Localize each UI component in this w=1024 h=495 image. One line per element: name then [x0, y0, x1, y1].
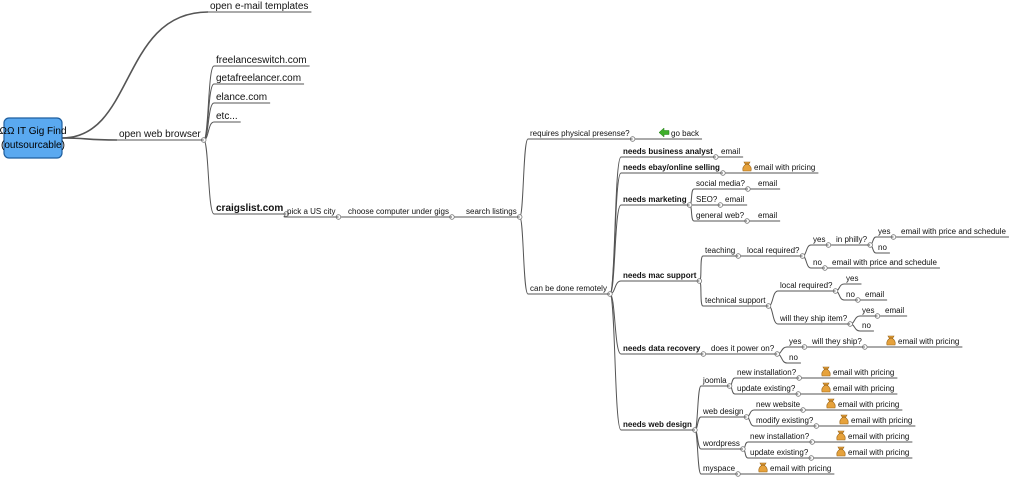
- root-topic-line1: ΩΩ IT Gig Find: [0, 126, 67, 137]
- edge-mac-to-tech-support: [698, 280, 704, 307]
- topic-ebay-email[interactable]: email with pricing: [754, 163, 815, 172]
- topic-general-web[interactable]: general web?: [696, 211, 745, 220]
- root-topic-line2: (outsourcable): [1, 140, 65, 151]
- topic-marketing[interactable]: needs marketing: [623, 195, 687, 204]
- edge-web-design-to-myspace: [694, 429, 702, 475]
- topic-power-on[interactable]: does it power on?: [711, 344, 775, 353]
- topic-choose-computer[interactable]: choose computer under gigs: [348, 207, 449, 216]
- topic-in-philly[interactable]: in philly?: [836, 235, 868, 244]
- edge-search-listings-to-can-be-done: [519, 216, 529, 295]
- money-bag-icon: [826, 398, 836, 409]
- topic-general-email[interactable]: email: [758, 211, 777, 220]
- topic-myspace-email[interactable]: email with pricing: [770, 464, 831, 473]
- topic-open-web[interactable]: open web browser: [119, 129, 201, 140]
- topic-etc[interactable]: etc...: [216, 111, 238, 122]
- topic-yes-2[interactable]: yes: [878, 227, 890, 236]
- root-topic-box[interactable]: [3, 117, 63, 159]
- topic-dr-email[interactable]: email with pricing: [898, 337, 959, 346]
- topic-teaching[interactable]: teaching: [705, 246, 735, 255]
- money-bag-icon: [742, 161, 752, 172]
- topic-getafreelancer[interactable]: getafreelancer.com: [216, 73, 301, 84]
- money-bag-icon: [821, 382, 831, 393]
- topic-web-design[interactable]: needs web design: [623, 420, 692, 429]
- topic-requires-physical[interactable]: requires physical presense?: [530, 129, 630, 138]
- topic-labels: open e-mail templates open web browser fre…: [119, 1, 1006, 473]
- edge-open-web-to-craigslist: [203, 139, 215, 215]
- topic-icons: [658, 127, 896, 473]
- edge-search-listings-to-requires-physical: [519, 138, 529, 218]
- money-bag-icon: [836, 446, 846, 457]
- edge-tech-support-to-ship-item: [768, 305, 779, 325]
- topic-ship-email[interactable]: email: [885, 306, 904, 315]
- topic-underlines: [117, 11, 1009, 475]
- topic-ebay[interactable]: needs ebay/online selling: [623, 163, 720, 172]
- topic-webdesign[interactable]: web design: [702, 407, 743, 416]
- topic-wp-new-email[interactable]: email with pricing: [848, 432, 909, 441]
- topic-yes-1[interactable]: yes: [813, 235, 825, 244]
- topic-elance[interactable]: elance.com: [216, 92, 267, 103]
- topic-wordpress[interactable]: wordpress: [702, 439, 740, 448]
- money-bag-icon: [836, 430, 846, 441]
- topic-social[interactable]: social media?: [696, 179, 745, 188]
- topic-pick-city[interactable]: pick a US city: [287, 207, 335, 216]
- topic-wd-new-email[interactable]: email with pricing: [838, 400, 899, 409]
- topic-no-4[interactable]: no: [862, 321, 871, 330]
- topic-freelanceswitch[interactable]: freelanceswitch.com: [216, 55, 307, 66]
- topic-philly-email[interactable]: email with price and schedule: [901, 227, 1006, 236]
- topic-yes-5[interactable]: yes: [789, 337, 801, 346]
- topic-seo[interactable]: SEO?: [696, 195, 718, 204]
- topic-tech-support[interactable]: technical support: [705, 296, 766, 305]
- topic-open-email[interactable]: open e-mail templates: [210, 1, 308, 12]
- edge-root-to-open-web: [61, 137, 118, 141]
- edge-can-be-done-to-web-design: [609, 293, 622, 431]
- topic-will-ship[interactable]: will they ship?: [811, 337, 862, 346]
- topic-j-new[interactable]: new installation?: [737, 368, 797, 377]
- topic-j-update-email[interactable]: email with pricing: [833, 384, 894, 393]
- edge-mac-to-teaching: [698, 255, 704, 282]
- topic-social-email[interactable]: email: [758, 179, 777, 188]
- topic-craigslist[interactable]: craigslist.com: [216, 203, 283, 214]
- topic-seo-email[interactable]: email: [725, 195, 744, 204]
- money-bag-icon: [839, 414, 849, 425]
- topic-yes-3[interactable]: yes: [846, 274, 858, 283]
- green-left-arrow-icon: [658, 127, 670, 138]
- topic-biz-analyst[interactable]: needs business analyst: [623, 147, 713, 156]
- topic-can-be-done[interactable]: can be done remotely: [530, 284, 607, 293]
- money-bag-icon: [821, 366, 831, 377]
- topic-myspace[interactable]: myspace: [703, 464, 736, 473]
- topic-local-req-2[interactable]: local required?: [780, 281, 833, 290]
- money-bag-icon: [758, 462, 768, 473]
- edge-can-be-done-to-ebay: [609, 172, 622, 295]
- topic-j-update[interactable]: update existing?: [737, 384, 796, 393]
- topic-no-5[interactable]: no: [789, 353, 798, 362]
- topic-yes-4[interactable]: yes: [862, 306, 874, 315]
- topic-no-local-email[interactable]: email with price and schedule: [832, 258, 937, 267]
- topic-wp-new[interactable]: new installation?: [750, 432, 810, 441]
- topic-joomla[interactable]: joomla: [702, 376, 727, 385]
- topic-biz-email[interactable]: email: [721, 147, 740, 156]
- edge-can-be-done-to-marketing: [609, 204, 622, 295]
- topic-wp-update-email[interactable]: email with pricing: [848, 448, 909, 457]
- topic-j-new-email[interactable]: email with pricing: [833, 368, 894, 377]
- topic-local-req[interactable]: local required?: [747, 246, 800, 255]
- root-topic[interactable]: ΩΩ IT Gig Find (outsourcable): [0, 117, 67, 159]
- topic-ship-item[interactable]: will they ship item?: [779, 314, 848, 323]
- edge-root-to-open-email: [61, 11, 209, 139]
- topic-mac[interactable]: needs mac support: [623, 271, 697, 280]
- topic-no3-email[interactable]: email: [865, 290, 884, 299]
- topic-no-1[interactable]: no: [878, 243, 887, 252]
- topic-search-listings[interactable]: search listings: [466, 207, 517, 216]
- topic-wd-new[interactable]: new website: [756, 400, 801, 409]
- money-bag-icon: [886, 335, 896, 346]
- topic-no-2[interactable]: no: [813, 258, 822, 267]
- topic-no-3[interactable]: no: [846, 290, 855, 299]
- topic-wd-modify[interactable]: modify existing?: [756, 416, 814, 425]
- topic-wp-update[interactable]: update existing?: [750, 448, 809, 457]
- topic-wd-modify-email[interactable]: email with pricing: [851, 416, 912, 425]
- topic-go-back[interactable]: go back: [671, 129, 700, 138]
- topic-data-recovery[interactable]: needs data recovery: [623, 344, 701, 353]
